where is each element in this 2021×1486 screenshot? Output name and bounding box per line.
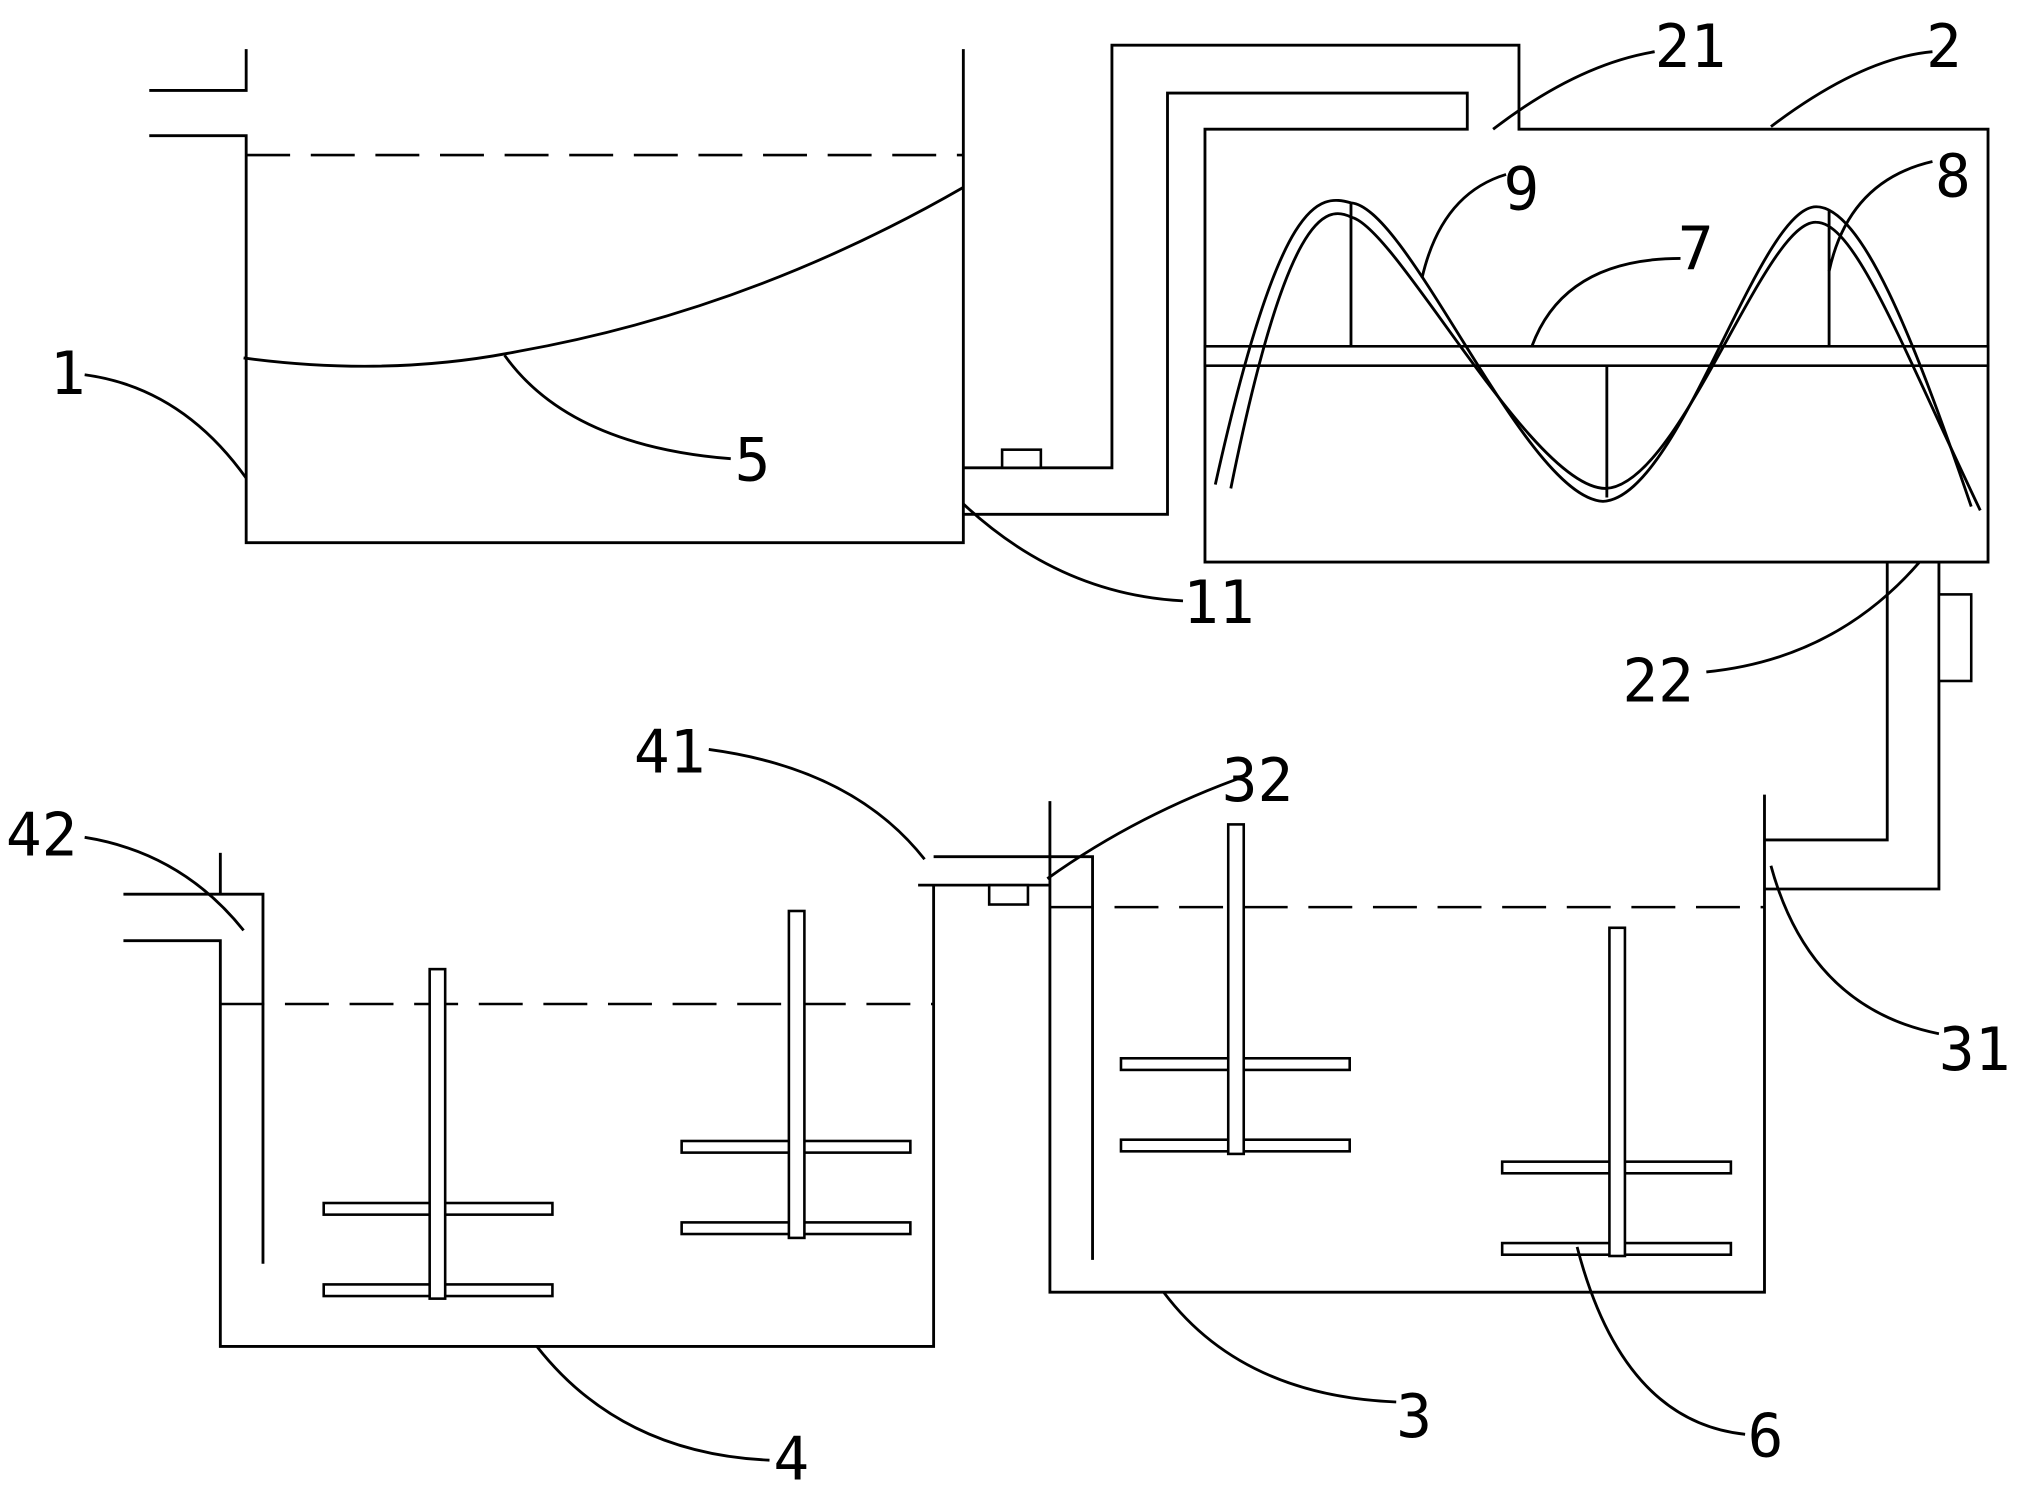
pipe-11 (963, 43, 1990, 564)
pump-icon (1937, 593, 1973, 683)
agitator (1119, 823, 1351, 1156)
label-6: 6 (1748, 1402, 1784, 1471)
spiral-blade-9 (1213, 198, 1973, 507)
label-2: 2 (1926, 13, 1962, 82)
label-32: 32 (1222, 747, 1294, 816)
reference-labels: 1 2 3 4 5 6 7 8 9 11 21 22 31 32 41 42 (6, 13, 2011, 1486)
label-31: 31 (1939, 1016, 2011, 1085)
label-9: 9 (1503, 155, 1539, 224)
pipe-22 (1764, 562, 1973, 891)
label-41: 41 (634, 719, 706, 788)
tank-2-screw-conveyor (1203, 198, 1990, 512)
label-4: 4 (773, 1426, 809, 1486)
valve-icon (1000, 448, 1043, 470)
screen-curve-5 (243, 186, 965, 368)
label-21: 21 (1655, 13, 1727, 82)
label-11: 11 (1183, 569, 1255, 638)
leader-lines (84, 50, 1940, 1462)
valve-icon (987, 883, 1030, 906)
label-22: 22 (1622, 648, 1694, 717)
label-7: 7 (1678, 215, 1714, 284)
shaft-7 (1203, 345, 1990, 367)
label-42: 42 (6, 801, 78, 870)
label-1: 1 (50, 340, 86, 409)
agitator-6 (1500, 926, 1733, 1258)
label-3: 3 (1396, 1383, 1432, 1452)
tank-3 (918, 794, 1766, 1294)
tank-1 (149, 49, 965, 545)
label-5: 5 (735, 427, 771, 496)
label-8: 8 (1935, 142, 1971, 211)
agitator (322, 967, 554, 1300)
tank-4 (123, 852, 936, 1348)
agitator (680, 909, 912, 1240)
